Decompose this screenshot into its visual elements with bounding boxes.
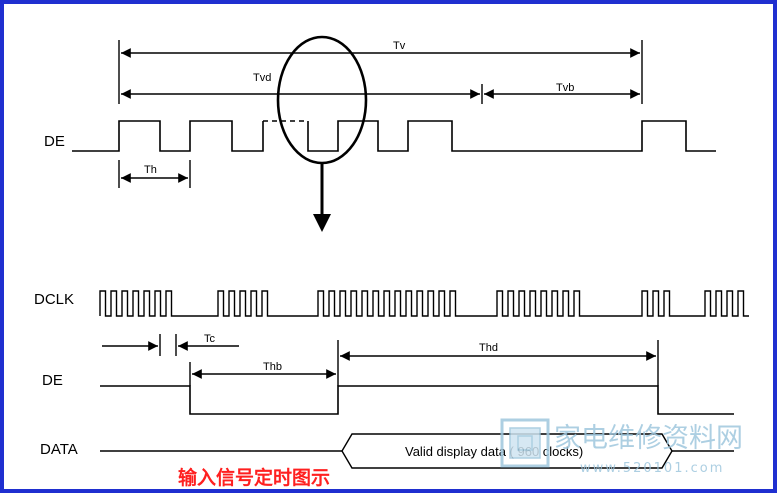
- dclk-waveform: [99, 290, 749, 317]
- th-label: Th: [144, 164, 157, 176]
- de-signal-label-top: DE: [44, 133, 65, 150]
- tv-dimension: [118, 40, 643, 104]
- watermark-url: www.520101.com: [580, 461, 724, 476]
- tc-label: Tc: [204, 333, 216, 345]
- zoom-ellipse: [276, 35, 368, 165]
- de-waveform-top: [72, 120, 716, 152]
- watermark-site-name: 家电维修资料网: [554, 423, 743, 454]
- tvd-dimension: [121, 84, 483, 104]
- thb-label: Thb: [263, 361, 282, 373]
- thb-dimension: [189, 340, 339, 386]
- de-signal-label-bottom: DE: [42, 372, 63, 389]
- dclk-signal-label: DCLK: [34, 291, 74, 308]
- caption-title: 输入信号定时图示: [178, 466, 330, 489]
- tc-dimension: [102, 334, 239, 356]
- data-signal-label: DATA: [40, 441, 78, 458]
- watermark-logo: [500, 418, 550, 468]
- th-dimension: [118, 160, 191, 188]
- tvd-label: Tvd: [253, 72, 271, 84]
- thd-label: Thd: [479, 342, 498, 354]
- watermark-logo-mark: [509, 427, 541, 459]
- zoom-arrow-head: [313, 214, 331, 232]
- de-waveform-bottom: [100, 385, 734, 415]
- tvb-label: Tvb: [556, 82, 574, 94]
- watermark: 家电维修资料网 www.520101.com: [500, 418, 743, 476]
- tv-label: Tv: [393, 40, 406, 52]
- thd-dimension: [340, 340, 659, 386]
